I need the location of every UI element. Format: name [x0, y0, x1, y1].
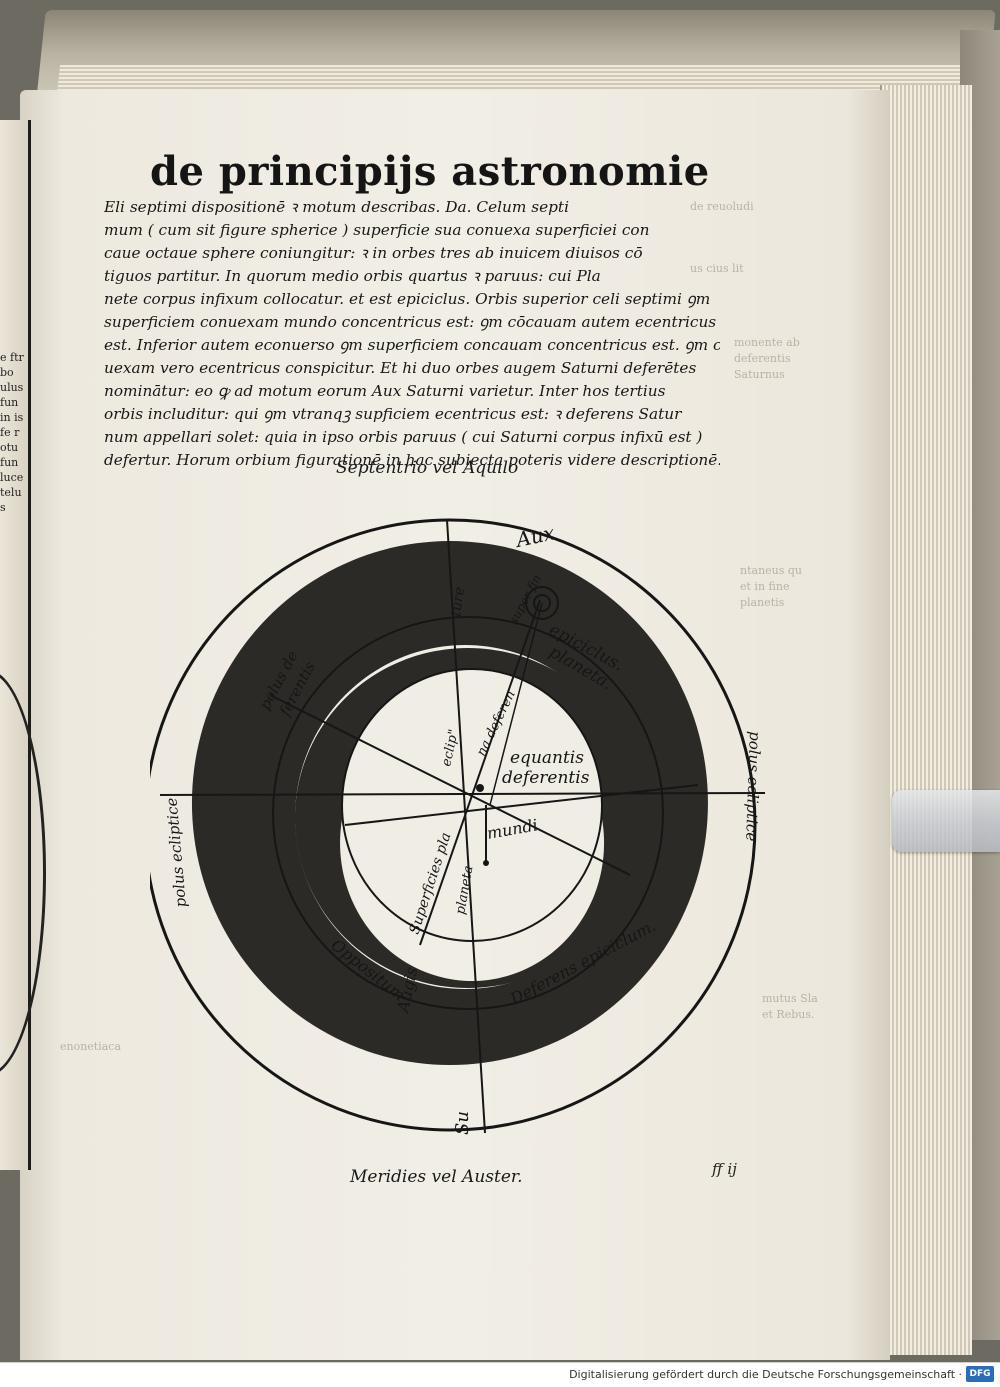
text-line: num appellari solet: quia in ipso orbis …	[104, 428, 703, 446]
center-point	[476, 784, 484, 792]
text-line: est. Inferior autem econuerso ꝯm superfi…	[104, 336, 720, 354]
text-line: caue octaue sphere coniungitur: ꝛ in orb…	[104, 244, 643, 262]
label-polus-ecliptice-left: polus ecliptice	[162, 797, 190, 908]
label-polus-ecliptice-right: polus ecliptice	[742, 731, 764, 842]
bleed-through-line: et Rebus.	[762, 1008, 815, 1021]
outer-circle	[150, 518, 757, 1132]
diagonal-line	[419, 599, 541, 946]
bleed-through-line: monente ab	[734, 336, 800, 349]
bleed-through-line: de reuoludi	[690, 200, 754, 213]
central-disc	[341, 668, 603, 942]
text-line: uexam vero ecentricus conspicitur. Et hi…	[104, 359, 697, 377]
bleed-through-line: enonetiaca	[60, 1040, 122, 1053]
signature-mark: ff ij	[712, 1160, 737, 1178]
diagonal-line	[269, 694, 631, 876]
bleed-through-line: deferentis	[734, 352, 791, 365]
aux-axis-line	[446, 519, 486, 1134]
body-paragraph: Eli septimi dispositionē ꝛ motum describ…	[104, 196, 720, 472]
footer-credit: Digitalisierung gefördert durch die Deut…	[569, 1368, 962, 1381]
bleed-through-line: us cius lit	[690, 262, 744, 275]
text-line: orbis includitur: qui ꝯm vtranqꝫ supfici…	[104, 405, 682, 423]
bleed-through-line: Saturnus	[734, 368, 785, 381]
text-line: defertur. Horum orbium figurationē in ha…	[104, 451, 720, 469]
epicycle-circle	[525, 586, 559, 620]
text-line: nete corpus infixum collocatur. et est e…	[104, 290, 711, 308]
orbit-diagram: Aux Su Oppositum Augis polus de ferentis…	[150, 518, 766, 1135]
page-fore-edge	[880, 85, 972, 1355]
south-label: Meridies vel Auster.	[350, 1167, 523, 1187]
digitization-footer: Digitalisierung gefördert durch die Deut…	[0, 1362, 1000, 1387]
diagonal-line	[344, 784, 699, 826]
text-line: mum ( cum sit figure spherice ) superfic…	[104, 221, 650, 239]
page-title: de principijs astronomie	[150, 148, 710, 195]
inner-ring-outline	[272, 616, 664, 1010]
text-line: superficiem conuexam mundo concentricus …	[104, 313, 717, 331]
label-su: Su	[452, 1111, 473, 1135]
dfg-logo: DFG	[966, 1366, 994, 1382]
dark-orbit-ring	[191, 541, 708, 1065]
bleed-through-line: mutus Sla	[762, 992, 818, 1005]
bleed-through-line: ntaneus qu	[740, 564, 803, 577]
text-line: nominātur: eo ꝙ ad motum eorum Aux Satur…	[104, 382, 666, 400]
bleed-through-line: et in fine	[740, 580, 790, 593]
label-ture: ture	[448, 586, 468, 618]
label-deferentis: deferentis	[502, 768, 590, 788]
page-clip	[892, 790, 1000, 852]
epicycle-inner	[533, 594, 551, 612]
label-aux: Aux	[512, 520, 557, 552]
text-line: Eli septimi dispositionē ꝛ motum describ…	[104, 198, 569, 216]
label-equantis: equantis	[510, 748, 584, 768]
north-label: Septentrio vel Aquilo	[336, 458, 519, 478]
pole-line	[159, 792, 766, 796]
bleed-through-line: planetis	[740, 596, 785, 609]
left-margin-text: e ftr bo ulus fun in is fe rotu fun luce…	[0, 351, 24, 514]
text-line: tiguos partitur. In quorum medio orbis q…	[104, 267, 601, 285]
